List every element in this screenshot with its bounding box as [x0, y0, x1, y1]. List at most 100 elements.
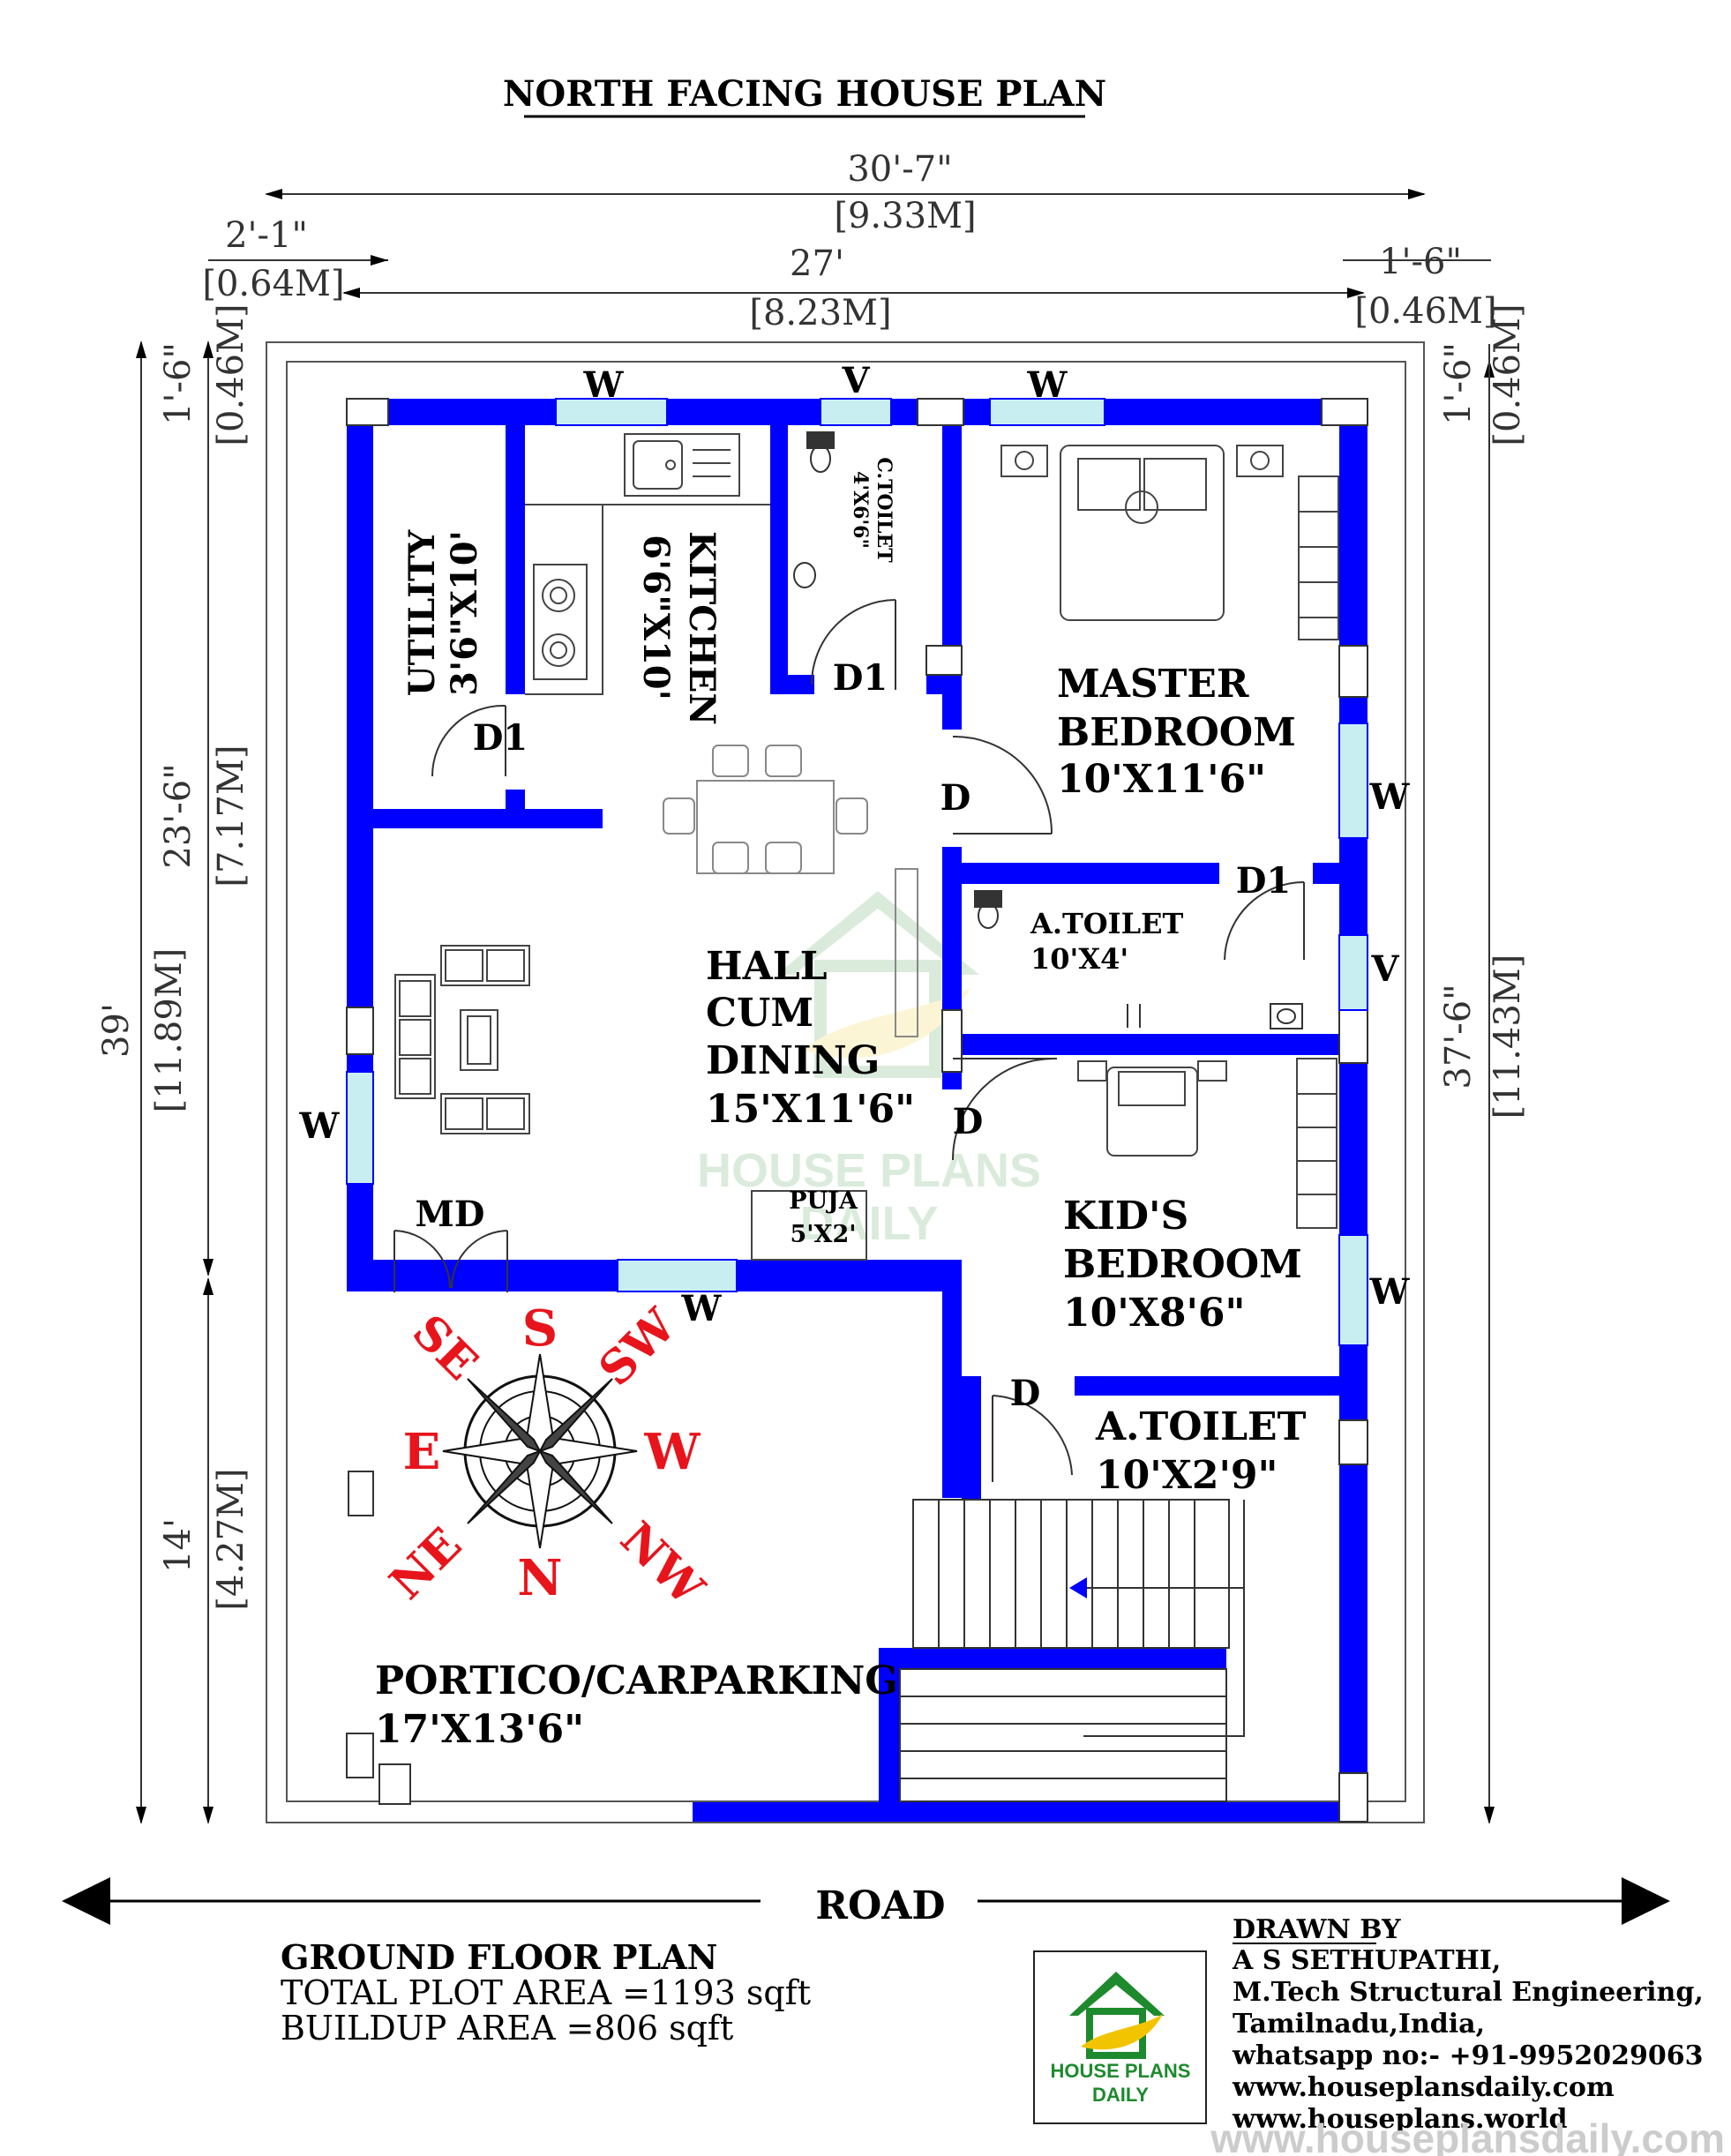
- columns: [346, 398, 1368, 1823]
- hall-size: 15'X11'6": [706, 1087, 915, 1132]
- master-name: MASTER: [1057, 662, 1249, 707]
- hall-line3: DINING: [706, 1038, 880, 1083]
- house-plans-daily-logo: HOUSE PLANS DAILY: [1033, 1950, 1207, 2124]
- walls: [347, 399, 1368, 1822]
- master-name2: BEDROOM: [1057, 710, 1296, 755]
- dim-total-depth: 39': [96, 1003, 137, 1058]
- dim-inner-width-m: [8.23M]: [749, 293, 891, 333]
- dim-left-offset-m: [0.64M]: [202, 264, 344, 304]
- watermark-line2: DAILY: [799, 1197, 938, 1250]
- compass-s: S: [522, 1299, 558, 1358]
- logo-line1: HOUSE PLANS: [1051, 2060, 1191, 2082]
- road-arrow: [62, 1877, 1670, 1925]
- dim-top-right-offset-m: [0.46M]: [1487, 303, 1528, 445]
- utility-size: 3'6"X10': [444, 530, 485, 696]
- kids-wardrobe: [1296, 1058, 1338, 1229]
- dim-left-offset: 2'-1": [225, 215, 308, 256]
- road-label: ROAD: [815, 1883, 945, 1928]
- compass-n: N: [517, 1549, 562, 1607]
- c-toilet-name: C.TOILET: [873, 457, 895, 563]
- dim-top-right-offset: 1'-6": [1438, 342, 1479, 425]
- label-window-hall-front: W: [681, 1288, 723, 1329]
- dim-right-depth: 37'-6": [1438, 984, 1479, 1089]
- plot-boundary-inner: [286, 361, 1406, 1802]
- label-window-hall-left: W: [299, 1105, 341, 1147]
- kids-name: KID'S: [1063, 1194, 1188, 1239]
- dimension-lines: [136, 189, 1495, 1824]
- dim-total-width-m: [9.33M]: [834, 196, 976, 236]
- master-bed: [1000, 445, 1284, 621]
- toilet-fixtures: [793, 431, 1303, 1029]
- credits-whatsapp: whatsapp no:- +91-9952029063: [1232, 2040, 1704, 2071]
- master-wardrobe: [1298, 475, 1339, 640]
- dim-portico-depth-m: [4.27M]: [211, 1468, 251, 1610]
- plan-title: NORTH FACING HOUSE PLAN: [503, 73, 1106, 115]
- opening-labels: W V W W V W W W D1 D1 D D1 D D MD: [299, 360, 1411, 1414]
- door-swings: [393, 599, 1305, 1482]
- label-window-kids: W: [1369, 1271, 1411, 1313]
- label-door-atoilet2: D: [1010, 1373, 1041, 1414]
- dim-top-left-offset: 1'-6": [158, 342, 199, 425]
- label-door-ctoilet: D1: [833, 657, 888, 699]
- label-window-top2: W: [1027, 364, 1068, 406]
- summary-buildup-area: BUILDUP AREA =806 sqft: [281, 2009, 733, 2047]
- label-door-kids: D: [953, 1101, 984, 1142]
- kitchen-name: KITCHEN: [681, 531, 723, 725]
- summary-title: GROUND FLOOR PLAN: [281, 1937, 717, 1977]
- dining-table: [663, 745, 868, 874]
- dim-portico-depth: 14': [158, 1518, 199, 1573]
- logo-line2: DAILY: [1092, 2084, 1149, 2106]
- dim-total-depth-m: [11.89M]: [149, 948, 190, 1113]
- puja-box: [751, 1190, 867, 1261]
- compass-rose-icon: [442, 1353, 638, 1549]
- summary-plot-area: TOTAL PLOT AREA =1193 sqft: [281, 1973, 811, 2012]
- label-door-atoilet1: D1: [1236, 860, 1292, 902]
- sofa-set: [394, 945, 530, 1134]
- compass-e: E: [403, 1423, 441, 1481]
- a-toilet1-size: 10'X4': [1030, 942, 1128, 976]
- label-vent-top: V: [841, 360, 870, 401]
- kitchen-counter: [525, 433, 770, 695]
- portico-size: 17'X13'6": [375, 1707, 584, 1752]
- a-toilet1-name: A.TOILET: [1030, 907, 1184, 940]
- hall-line1: HALL: [706, 944, 828, 989]
- puja-size: 5'X2': [790, 1221, 856, 1248]
- staircase: [899, 1499, 1245, 1802]
- puja-name: PUJA: [789, 1187, 858, 1215]
- compass-nw: NW: [610, 1512, 715, 1617]
- credits-name: A S SETHUPATHI,: [1232, 1945, 1501, 1976]
- dim-house-depth-m: [7.17M]: [211, 745, 251, 887]
- credits-site1: www.houseplansdaily.com: [1232, 2072, 1615, 2103]
- watermark-footer: www.houseplansdaily.com: [1210, 2115, 1725, 2156]
- windows: [346, 398, 1368, 1346]
- hall-line2: CUM: [706, 991, 813, 1036]
- label-window-top1: W: [583, 364, 625, 406]
- kids-name2: BEDROOM: [1063, 1242, 1302, 1287]
- kitchen-size: 6'6"X10': [635, 535, 677, 700]
- compass-w: W: [644, 1423, 701, 1481]
- a-toilet2-size: 10'X2'9": [1096, 1453, 1278, 1498]
- credits-qualification: M.Tech Structural Engineering,: [1233, 1977, 1704, 2008]
- label-door-utility: D1: [473, 717, 528, 759]
- portico-name: PORTICO/CARPARKING: [375, 1658, 898, 1703]
- master-size: 10'X11'6": [1057, 757, 1266, 802]
- label-door-master: D: [940, 777, 971, 819]
- dim-right-offset: 1'-6": [1379, 242, 1462, 282]
- dim-top-left-offset-m: [0.46M]: [211, 303, 251, 445]
- credits-drawn-by: DRAWN BY: [1233, 1914, 1401, 1945]
- c-toilet-size: 4'X6'6": [849, 471, 872, 549]
- kids-bed: [1077, 1060, 1227, 1157]
- label-window-master: W: [1369, 776, 1411, 818]
- plot-boundary-outer: [266, 341, 1425, 1823]
- credits-location: Tamilnadu,India,: [1233, 2009, 1485, 2040]
- hall-shelf: [895, 868, 918, 1037]
- dim-inner-width: 27': [790, 243, 844, 284]
- label-main-door: MD: [416, 1194, 485, 1235]
- compass-ne: NE: [379, 1517, 472, 1610]
- watermark-line1: HOUSE PLANS: [697, 1144, 1041, 1197]
- compass-sw: SW: [588, 1298, 687, 1396]
- dim-right-depth-m: [11.43M]: [1487, 954, 1528, 1119]
- credits-site2: www.houseplans.world: [1232, 2104, 1568, 2135]
- a-toilet2-name: A.TOILET: [1095, 1404, 1307, 1449]
